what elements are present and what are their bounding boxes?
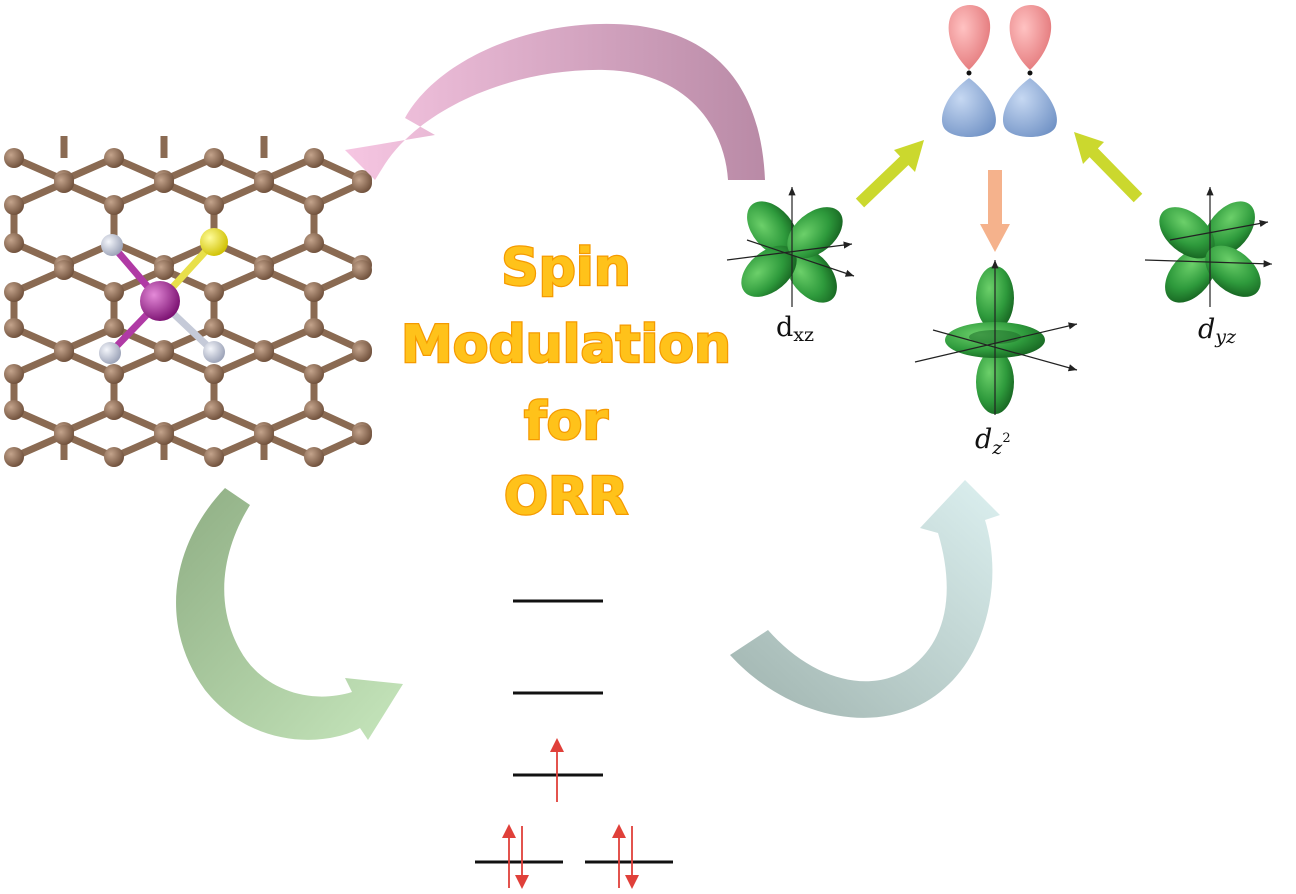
carbon-atom	[254, 173, 274, 193]
orange-down-arrow	[980, 170, 1010, 252]
carbon-atom	[304, 282, 324, 302]
carbon-atom	[4, 447, 24, 467]
carbon-atom	[4, 318, 24, 338]
title-line-3: for	[524, 392, 608, 452]
carbon-atom	[304, 148, 324, 168]
nitrogen-atom	[203, 341, 225, 363]
carbon-atom	[352, 173, 372, 193]
carbon-atom	[4, 282, 24, 302]
carbon-atom	[54, 260, 74, 280]
carbon-atom	[304, 400, 324, 420]
carbon-atom	[204, 148, 224, 168]
carbon-atom	[104, 318, 124, 338]
p-orbital-right	[1002, 5, 1057, 137]
carbon-atom	[104, 148, 124, 168]
carbon-atom	[304, 195, 324, 215]
carbon-atom	[154, 260, 174, 280]
cycle-arrow-green	[176, 488, 403, 740]
carbon-atom	[104, 195, 124, 215]
carbon-atom	[54, 425, 74, 445]
yellow-green-arrow	[1074, 132, 1143, 203]
molecular-structure	[4, 136, 372, 467]
carbon-atom	[104, 282, 124, 302]
carbon-atom	[304, 233, 324, 253]
carbon-atom	[352, 260, 372, 280]
carbon-atom	[304, 318, 324, 338]
carbon-atom	[104, 364, 124, 384]
carbon-atom	[104, 400, 124, 420]
title-block: Spin Modulation for ORR	[400, 237, 733, 529]
yellow-green-arrow	[855, 140, 924, 208]
carbon-atom	[204, 400, 224, 420]
title-line-2: Modulation	[401, 315, 731, 375]
carbon-atom	[304, 447, 324, 467]
carbon-atom	[4, 400, 24, 420]
carbon-atom	[254, 425, 274, 445]
dxz-orbital-icon: dxz	[726, 187, 855, 346]
carbon-atom	[254, 342, 274, 362]
spin-up-arrow	[550, 738, 564, 802]
carbon-atom	[254, 260, 274, 280]
carbon-atom	[54, 342, 74, 362]
carbon-atom	[154, 342, 174, 362]
carbon-atom	[4, 233, 24, 253]
metal-atom	[140, 281, 180, 321]
carbon-atom	[54, 173, 74, 193]
carbon-atom	[204, 282, 224, 302]
dyz-orbital-icon: dyz	[1144, 187, 1273, 348]
carbon-atom	[304, 364, 324, 384]
carbon-atom	[204, 195, 224, 215]
spin-down-arrow	[515, 826, 529, 889]
carbon-atom	[4, 148, 24, 168]
nitrogen-atom	[99, 342, 121, 364]
cycle-arrow-teal	[730, 480, 1000, 718]
spin-up-arrow	[612, 824, 626, 888]
dz2-label: dz2	[975, 424, 1011, 459]
carbon-atom	[154, 425, 174, 445]
spin-up-arrow	[502, 824, 516, 888]
carbon-atom	[4, 195, 24, 215]
title-line-1: Spin	[501, 238, 631, 298]
lattice-atoms	[4, 148, 372, 467]
dyz-label: dyz	[1198, 314, 1237, 348]
carbon-atom	[352, 342, 372, 362]
nitrogen-atom	[101, 234, 123, 256]
spin-down-arrow	[625, 826, 639, 889]
carbon-atom	[154, 173, 174, 193]
carbon-atom	[4, 364, 24, 384]
carbon-atom	[204, 318, 224, 338]
energy-level-diagram	[475, 599, 673, 889]
title-line-4: ORR	[504, 467, 628, 527]
dxz-label: dxz	[776, 312, 814, 346]
dz2-orbital-icon: dz2	[914, 260, 1078, 459]
carbon-atom	[352, 425, 372, 445]
carbon-atom	[204, 447, 224, 467]
sulfur-atom	[200, 228, 228, 256]
carbon-atom	[104, 447, 124, 467]
carbon-atom	[204, 364, 224, 384]
p-orbital-left	[941, 5, 996, 137]
cycle-arrow-pink	[345, 23, 765, 181]
